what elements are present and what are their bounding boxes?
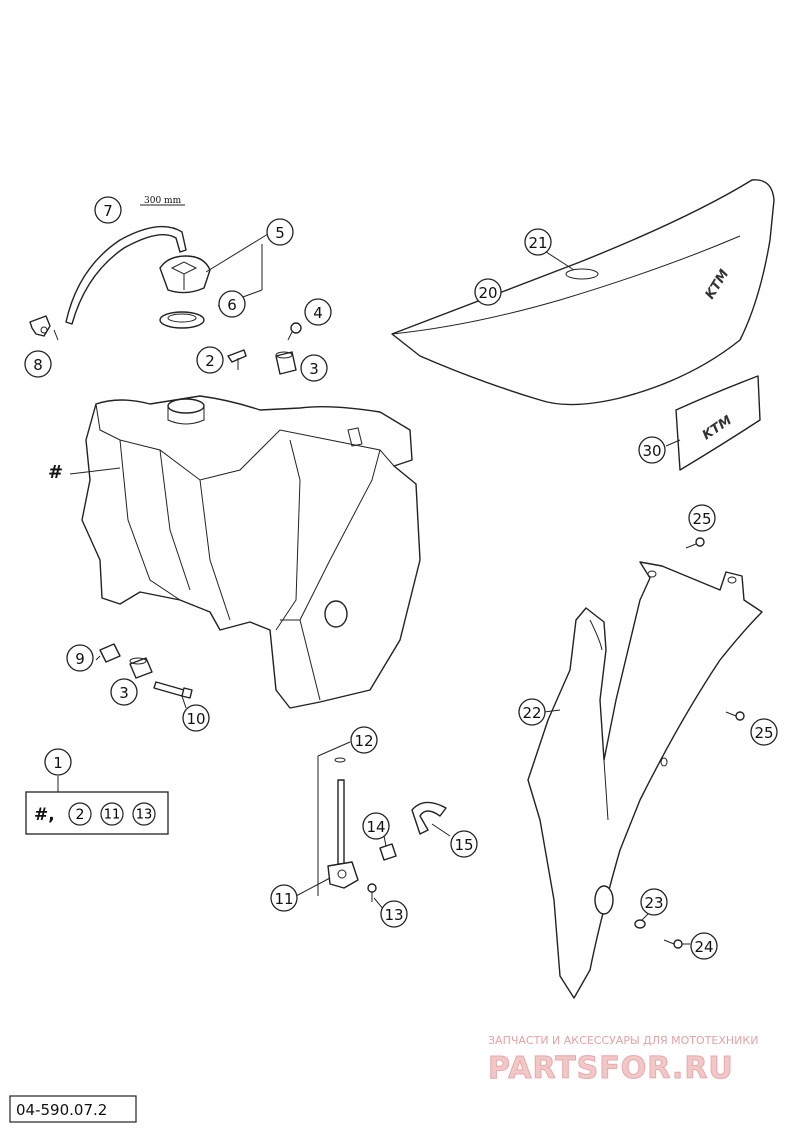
callout-20: 20 <box>474 278 502 306</box>
callout-3-bottom: 3 <box>110 678 138 706</box>
callout-2-tank: 2 <box>196 346 224 374</box>
bushing-3-bottom <box>129 657 153 679</box>
svg-text:25: 25 <box>754 724 773 742</box>
callout-21: 21 <box>524 228 552 256</box>
tank-marker: # <box>48 462 63 483</box>
bushing-3-top <box>275 351 297 375</box>
spacer-9 <box>99 643 121 663</box>
reference-number: 04-590.07.2 <box>16 1101 107 1119</box>
reference-box <box>9 1095 137 1123</box>
callout-8: 8 <box>24 350 52 378</box>
tank-leader <box>69 467 121 475</box>
svg-text:13: 13 <box>136 808 153 823</box>
svg-text:12: 12 <box>354 732 373 750</box>
svg-text:22: 22 <box>522 704 541 722</box>
callout-9: 9 <box>66 644 94 672</box>
callout-30: 30 <box>638 436 666 464</box>
bolt-10 <box>153 681 193 699</box>
svg-text:23: 23 <box>644 894 663 912</box>
svg-text:3: 3 <box>309 360 319 378</box>
tank-cap <box>159 255 211 294</box>
kit-item-11: 11 <box>100 802 124 826</box>
svg-text:24: 24 <box>694 938 713 956</box>
hose-clamp <box>379 843 397 861</box>
svg-text:9: 9 <box>75 650 85 668</box>
kit-item-13: 13 <box>132 802 156 826</box>
side-cover <box>527 561 763 999</box>
svg-text:21: 21 <box>528 234 547 252</box>
callout-10: 10 <box>182 704 210 732</box>
svg-text:11: 11 <box>274 890 293 908</box>
callout-24: 24 <box>690 932 718 960</box>
watermark-brand: PARTSFOR.RU <box>488 1051 734 1086</box>
hose-valve <box>29 315 51 337</box>
svg-text:8: 8 <box>33 356 43 374</box>
breather-hose <box>65 225 187 325</box>
screw-2 <box>227 349 247 370</box>
fuel-tank <box>81 395 421 709</box>
kit-item-2: 2 <box>68 802 92 826</box>
svg-text:25: 25 <box>692 510 711 528</box>
callout-13: 13 <box>380 900 408 928</box>
seat: KTM <box>391 179 775 406</box>
callout-23: 23 <box>640 888 668 916</box>
svg-text:1: 1 <box>53 754 63 772</box>
svg-text:2: 2 <box>76 807 85 823</box>
callout-25-right: 25 <box>750 718 778 746</box>
svg-text:5: 5 <box>275 224 285 242</box>
screw-24 <box>663 939 683 949</box>
screw-4 <box>287 322 302 341</box>
callout-15: 15 <box>450 830 478 858</box>
screw-25-right <box>725 711 745 721</box>
svg-text:14: 14 <box>366 818 385 836</box>
callout-12: 12 <box>350 726 378 754</box>
svg-text:4: 4 <box>313 304 323 322</box>
fuel-tap <box>327 757 359 889</box>
callout-14: 14 <box>362 812 390 840</box>
svg-text:30: 30 <box>642 442 661 460</box>
svg-text:15: 15 <box>454 836 473 854</box>
callout-3-top: 3 <box>300 354 328 382</box>
callout-25-top: 25 <box>688 504 716 532</box>
screw-25-top <box>685 537 705 549</box>
watermark-tagline: ЗАПЧАСТИ И АКСЕССУАРЫ ДЛЯ МОТОТЕХНИКИ <box>488 1034 758 1047</box>
screw-13 <box>367 883 377 902</box>
svg-text:10: 10 <box>186 710 205 728</box>
svg-text:3: 3 <box>119 684 129 702</box>
number-plate-decal: KTM <box>675 375 761 471</box>
callout-11: 11 <box>270 884 298 912</box>
callout-5: 5 <box>266 218 294 246</box>
svg-text:13: 13 <box>384 906 403 924</box>
svg-text:6: 6 <box>227 296 237 314</box>
callout-4: 4 <box>304 298 332 326</box>
callout-6: 6 <box>218 290 246 318</box>
svg-text:11: 11 <box>104 808 121 823</box>
svg-text:20: 20 <box>478 284 497 302</box>
washer-23 <box>634 919 646 929</box>
svg-text:7: 7 <box>103 202 113 220</box>
cap-seal <box>159 311 205 329</box>
svg-text:2: 2 <box>205 352 215 370</box>
callout-7: 7 <box>94 196 122 224</box>
callout-22: 22 <box>518 698 546 726</box>
kit-marker: #, <box>34 805 55 825</box>
length-label: 300 mm <box>144 196 182 206</box>
fuel-hose <box>411 801 447 835</box>
callout-1: 1 <box>44 748 72 776</box>
